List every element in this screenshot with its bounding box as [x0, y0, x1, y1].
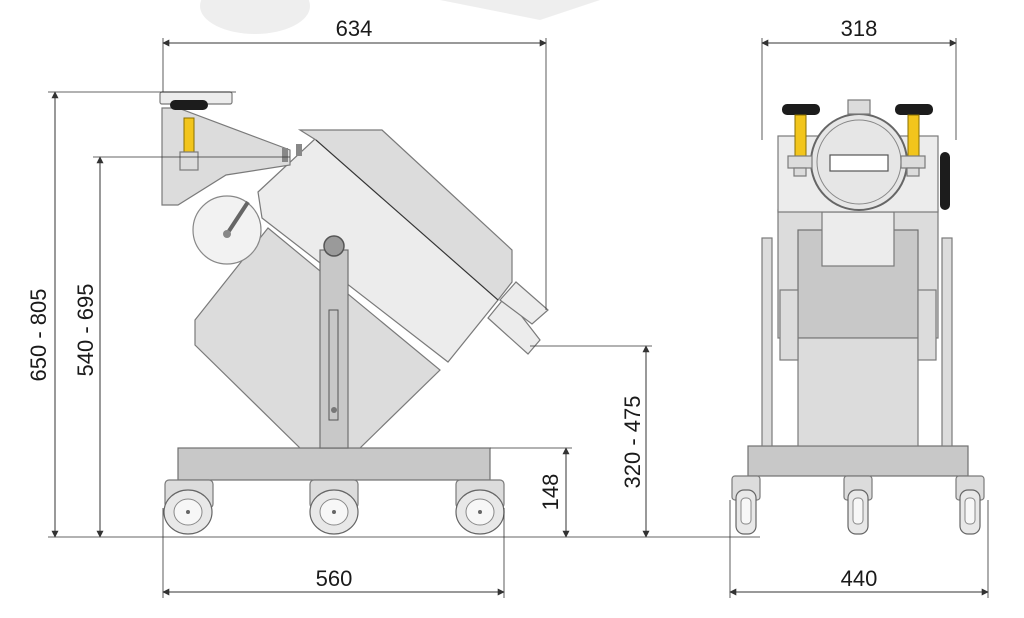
- front-wheel-left: [731, 475, 761, 535]
- dim-side-width: 634: [336, 16, 373, 41]
- dim-front-width: 318: [841, 16, 878, 41]
- front-view: [731, 99, 985, 535]
- side-base-frame: [177, 447, 491, 481]
- dim-outlet-height: 320 - 475: [620, 396, 645, 489]
- side-wheel-left: [163, 479, 214, 535]
- side-wheel-right: [455, 479, 505, 535]
- side-column: [319, 249, 349, 449]
- dim-base-width: 560: [316, 566, 353, 591]
- side-knob: [170, 100, 208, 110]
- side-pivot: [323, 235, 345, 257]
- front-knob-left: [782, 104, 820, 177]
- side-view: [159, 91, 549, 535]
- side-wheel-middle: [309, 479, 359, 535]
- dim-mid-height: 540 - 695: [73, 284, 98, 377]
- front-wheel-middle: [843, 475, 873, 535]
- side-tilted-body: [194, 227, 441, 449]
- front-side-handle: [940, 152, 950, 210]
- front-wheel-right: [955, 475, 985, 535]
- background-fragments: [200, 0, 600, 34]
- dim-front-base-width: 440: [841, 566, 878, 591]
- side-outlet-chute: [487, 281, 549, 355]
- dim-base-height: 148: [538, 474, 563, 511]
- front-knob-right: [895, 104, 933, 177]
- dim-overall-height: 650 - 805: [26, 289, 51, 382]
- front-base-frame: [747, 445, 969, 477]
- dimension-lines: [48, 38, 989, 598]
